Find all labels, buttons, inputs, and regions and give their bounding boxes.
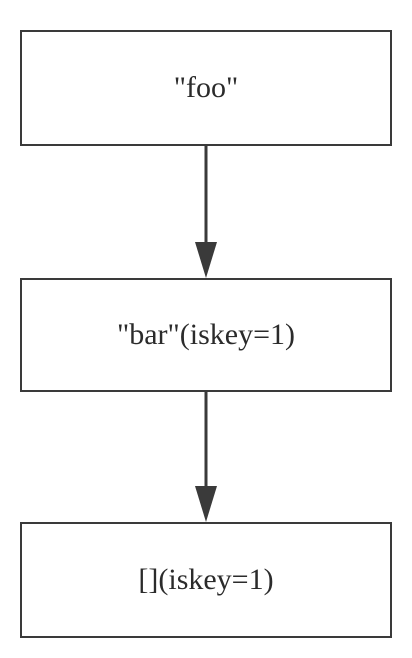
node-label: [](iskey=1) [138,563,274,596]
arrowhead-icon [195,486,217,522]
edge-foo-to-bar [195,146,217,278]
node-bar: "bar"(iskey=1) [20,278,392,392]
arrowhead-icon [195,242,217,278]
node-label: "bar"(iskey=1) [116,318,296,351]
node-foo: "foo" [20,30,392,146]
node-empty-list: [](iskey=1) [20,522,392,638]
edge-bar-to-empty [195,392,217,522]
node-label: "foo" [173,71,239,104]
